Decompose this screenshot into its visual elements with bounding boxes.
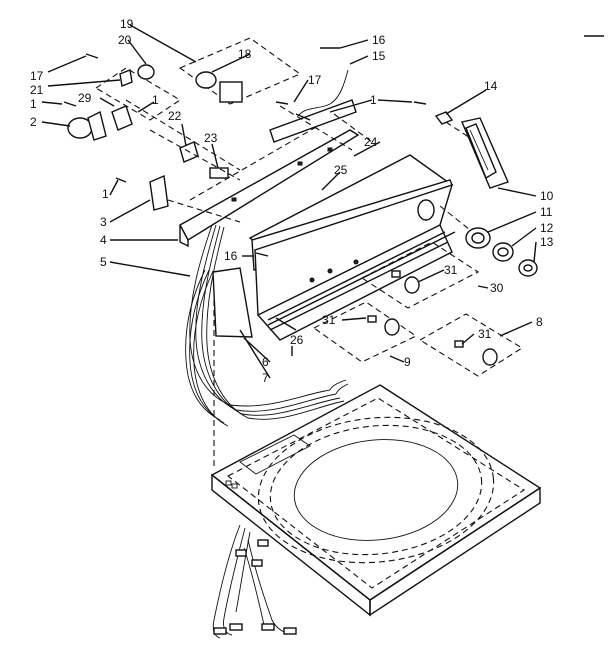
- callout-1: 1: [152, 93, 159, 107]
- callout-1: 1: [30, 97, 37, 111]
- callout-leaders: [41, 24, 537, 379]
- knob-box-8: [418, 313, 524, 377]
- timer-knob-assembly: [465, 227, 538, 277]
- knobs: [367, 270, 498, 366]
- callout-16: 16: [224, 249, 238, 263]
- callout-19: 19: [120, 17, 134, 31]
- callout-1: 1: [102, 187, 109, 201]
- wire-harness: [185, 224, 349, 470]
- callout-15: 15: [372, 49, 386, 63]
- callout-14: 14: [484, 79, 498, 93]
- callout-25: 25: [334, 163, 348, 177]
- callout-31: 31: [478, 327, 492, 341]
- callout-17: 17: [30, 69, 44, 83]
- console-rod: [267, 231, 456, 326]
- callout-30: 30: [490, 281, 504, 295]
- switch-box: [178, 37, 302, 105]
- callout-3: 3: [100, 215, 107, 229]
- leader-lines: [125, 99, 471, 231]
- callout-23: 23: [204, 131, 218, 145]
- callout-11: 11: [540, 205, 553, 219]
- callout-20: 20: [118, 33, 132, 47]
- callout-6: 6: [262, 355, 269, 369]
- callout-17: 17: [308, 73, 322, 87]
- end-cap: [461, 117, 509, 189]
- callout-9: 9: [404, 355, 411, 369]
- callout-10: 10: [540, 189, 554, 203]
- relay-box: [94, 67, 182, 121]
- callout-29: 29: [78, 91, 92, 105]
- callout-labels: 19 20 18 16 15 17 21 17 1 29 1 2 22 1 14…: [30, 17, 554, 385]
- lower-wire-leads: [212, 524, 297, 639]
- callout-2: 2: [30, 115, 37, 129]
- callout-31: 31: [444, 263, 458, 277]
- callout-26: 26: [290, 333, 304, 347]
- callout-24: 24: [364, 135, 378, 149]
- small-components: [63, 47, 454, 356]
- callout-22: 22: [168, 109, 182, 123]
- callout-13: 13: [540, 235, 554, 249]
- control-console: [248, 154, 454, 341]
- callout-12: 12: [540, 221, 554, 235]
- callout-1: 1: [370, 93, 377, 107]
- knob-box-9: [312, 301, 418, 363]
- backsplash-panel: [179, 125, 360, 248]
- callout-8: 8: [536, 315, 543, 329]
- callout-16: 16: [372, 33, 386, 47]
- top-panel: [210, 384, 542, 617]
- callout-7: 7: [262, 371, 269, 385]
- callout-4: 4: [100, 233, 107, 247]
- knob-box-30: [360, 241, 480, 309]
- callout-31: 31: [322, 313, 336, 327]
- callout-21: 21: [30, 83, 44, 97]
- callout-5: 5: [100, 255, 107, 269]
- side-panel: [212, 267, 253, 338]
- callout-18: 18: [238, 47, 252, 61]
